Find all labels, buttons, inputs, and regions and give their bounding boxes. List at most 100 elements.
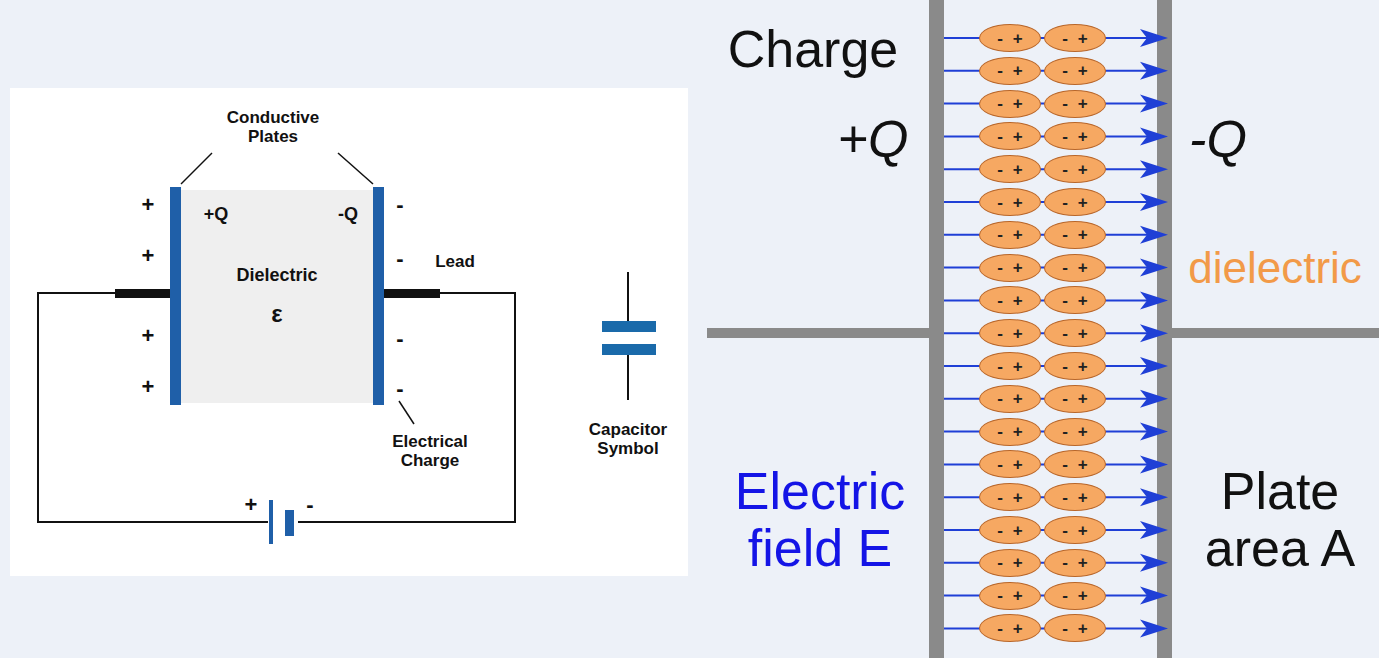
dipole-ellipse: -+ [979, 155, 1041, 183]
dipole-ellipse: -+ [1044, 483, 1106, 511]
dipole-ellipse: -+ [1044, 450, 1106, 478]
dielectric-region [181, 190, 373, 403]
positive-sign: + [1078, 128, 1088, 145]
dipole-ellipse: -+ [979, 450, 1041, 478]
dipole-ellipse: -+ [979, 122, 1041, 150]
part-name: Conductive Plates [218, 109, 328, 146]
positive-sign: + [1013, 390, 1023, 407]
positive-sign: + [1078, 161, 1088, 178]
dipole-ellipse: -+ [979, 549, 1041, 577]
conductive-plate [170, 187, 181, 405]
negative-sign: - [997, 587, 1003, 604]
dipole-ellipse: -+ [1044, 90, 1106, 118]
positive-sign: + [1013, 194, 1023, 211]
negative-sign: - [1062, 423, 1068, 440]
negative-sign: - [997, 554, 1003, 571]
negative-sign: - [997, 30, 1003, 47]
charge-label: -Q [1189, 111, 1247, 168]
negative-sign: - [997, 620, 1003, 637]
positive-sign: + [1078, 456, 1088, 473]
positive-sign: + [1078, 30, 1088, 47]
dipole-ellipse: -+ [979, 418, 1041, 446]
dipole-ellipse: -+ [979, 319, 1041, 347]
quantity-label: Charge [728, 21, 899, 78]
negative-sign: - [1062, 128, 1068, 145]
charge-sign: + [142, 324, 155, 348]
negative-sign: - [1062, 194, 1068, 211]
part-name: Electrical Charge [375, 433, 485, 470]
dipole-ellipse: -+ [979, 24, 1041, 52]
negative-sign: - [1062, 325, 1068, 342]
material-label: dielectric [1188, 244, 1362, 292]
positive-sign: + [1078, 390, 1088, 407]
positive-sign: + [1013, 489, 1023, 506]
negative-sign: - [1062, 554, 1068, 571]
charge-sign: - [396, 193, 403, 217]
negative-sign: - [997, 489, 1003, 506]
negative-sign: - [1062, 620, 1068, 637]
charge-label: +Q [838, 111, 909, 168]
dipole-ellipse: -+ [1044, 57, 1106, 85]
dipole-ellipse: -+ [1044, 122, 1106, 150]
dipole-ellipse: -+ [1044, 286, 1106, 314]
dipole-ellipse: -+ [1044, 24, 1106, 52]
dipole-ellipse: -+ [1044, 418, 1106, 446]
positive-sign: + [1013, 62, 1023, 79]
positive-sign: + [1013, 456, 1023, 473]
dipole-ellipse: -+ [1044, 582, 1106, 610]
negative-sign: - [1062, 390, 1068, 407]
charge-sign: + [142, 244, 155, 268]
negative-sign: - [997, 62, 1003, 79]
dipole-ellipse: -+ [1044, 549, 1106, 577]
negative-sign: - [1062, 226, 1068, 243]
dipole-ellipse: -+ [1044, 319, 1106, 347]
charge-sign: + [142, 375, 155, 399]
capacitor-symbol [602, 272, 656, 400]
charge-label: +Q [204, 205, 229, 225]
positive-sign: + [1078, 194, 1088, 211]
positive-sign: + [1078, 620, 1088, 637]
positive-sign: + [1078, 62, 1088, 79]
positive-sign: + [1013, 95, 1023, 112]
positive-sign: + [1013, 554, 1023, 571]
dipole-ellipse: -+ [979, 90, 1041, 118]
charge-label: -Q [338, 205, 358, 225]
positive-sign: + [1078, 554, 1088, 571]
quantity-label: Electric field E [700, 463, 940, 577]
positive-sign: + [1013, 161, 1023, 178]
positive-sign: + [1013, 259, 1023, 276]
dipole-ellipse: -+ [979, 57, 1041, 85]
negative-sign: - [997, 194, 1003, 211]
dipole-ellipse: -+ [1044, 221, 1106, 249]
dipole-ellipse: -+ [1044, 614, 1106, 642]
dipole-ellipse: -+ [1044, 385, 1106, 413]
dipole-ellipse: -+ [979, 516, 1041, 544]
conductive-plate [373, 187, 384, 405]
negative-sign: - [997, 259, 1003, 276]
part-name: Lead [435, 253, 475, 272]
positive-sign: + [1078, 259, 1088, 276]
lead [384, 289, 440, 298]
dipole-ellipse: -+ [979, 352, 1041, 380]
positive-sign: + [1013, 292, 1023, 309]
positive-sign: + [1013, 522, 1023, 539]
negative-sign: - [1062, 587, 1068, 604]
positive-sign: + [1013, 30, 1023, 47]
negative-sign: - [997, 522, 1003, 539]
dipole-ellipse: -+ [979, 483, 1041, 511]
negative-sign: - [1062, 62, 1068, 79]
dipole-ellipse: -+ [1044, 516, 1106, 544]
negative-sign: - [1062, 259, 1068, 276]
quantity-label: Plate area A [1180, 463, 1379, 577]
dipole-ellipse: -+ [1044, 254, 1106, 282]
negative-sign: - [997, 423, 1003, 440]
dipole-ellipse: -+ [1044, 155, 1106, 183]
positive-sign: + [1078, 292, 1088, 309]
positive-sign: + [1078, 587, 1088, 604]
battery-sign: + [245, 493, 258, 517]
dipole-ellipse: -+ [979, 286, 1041, 314]
left-panel [10, 88, 688, 576]
negative-sign: - [1062, 358, 1068, 375]
positive-sign: + [1078, 489, 1088, 506]
